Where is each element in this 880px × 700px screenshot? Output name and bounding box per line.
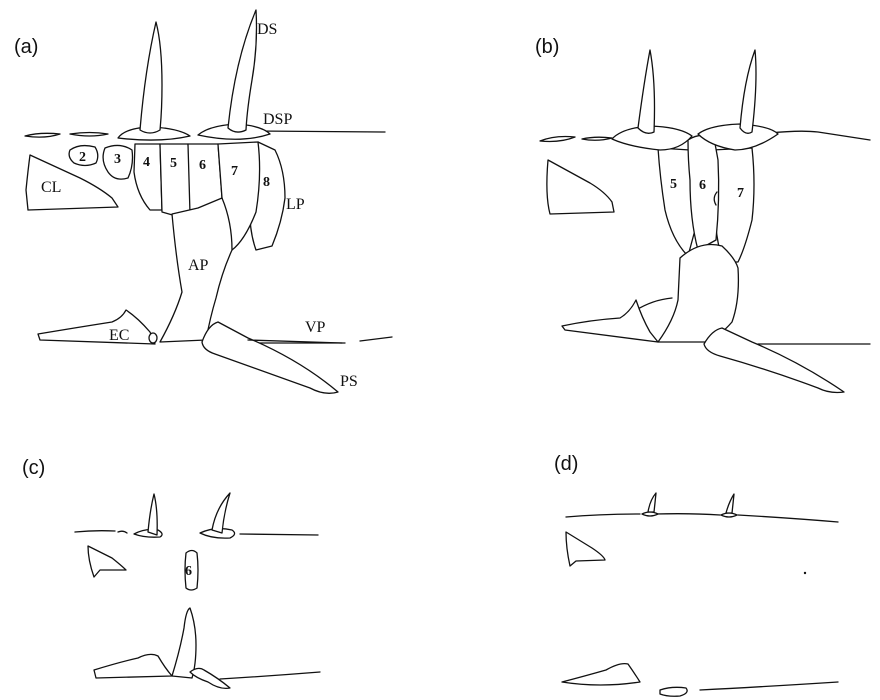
ap-bone-b: [658, 245, 738, 343]
dorsal-spine-1-d: [648, 493, 656, 512]
dorsal-spine-1: [140, 22, 162, 133]
ps-bone-b: [704, 328, 844, 393]
panel-d-label: (d): [554, 453, 578, 475]
claustrum-bone-c: [88, 546, 126, 577]
panel-c: (c) 6: [22, 457, 320, 688]
ec-bone-c: [94, 654, 172, 678]
label-element-6: 6: [199, 158, 206, 173]
label-dsp: DSP: [263, 111, 292, 128]
dorsal-spine-2-b: [740, 50, 756, 133]
label-element-7-b: 7: [737, 186, 744, 201]
claustrum-bone-b: [547, 160, 614, 214]
dorsal-body-line-c: [75, 531, 318, 535]
label-element-2: 2: [79, 150, 86, 165]
ventral-body-line-d: [700, 682, 838, 690]
panel-b: (b) 5 6 7: [535, 36, 870, 393]
element-5: [160, 144, 192, 216]
label-element-5-b: 5: [670, 177, 677, 192]
label-element-3: 3: [114, 152, 121, 167]
label-vp: VP: [305, 319, 326, 336]
label-element-6-b: 6: [699, 178, 706, 193]
element-4: [134, 144, 162, 210]
label-cl: CL: [41, 179, 61, 196]
label-ps: PS: [340, 373, 358, 390]
dorsal-body-line-d: [566, 514, 838, 522]
panel-c-label: (c): [22, 457, 45, 479]
label-element-6-c: 6: [185, 564, 192, 579]
panel-a-label: (a): [14, 36, 38, 58]
panel-b-label: (b): [535, 36, 559, 58]
dorsal-spine-2-c: [212, 493, 230, 533]
dot-mark: [804, 572, 806, 574]
label-element-8: 8: [263, 175, 270, 190]
dorsal-spine-2-d: [726, 494, 734, 513]
ap-bone-c: [172, 608, 196, 678]
ec-joint: [149, 333, 157, 343]
label-ec: EC: [109, 327, 129, 344]
dorsal-spine-1-c: [148, 494, 157, 535]
dorsal-spine-1-b: [638, 50, 655, 133]
ap-bone-d: [660, 687, 687, 696]
panel-a: (a) DS DSP CL LP AP: [14, 10, 392, 393]
label-element-7: 7: [231, 164, 238, 179]
panel-d: (d): [554, 453, 838, 696]
claustrum-bone-d: [566, 532, 605, 566]
label-ap: AP: [188, 257, 209, 274]
ec-bone: [38, 310, 155, 344]
ec-bone-d: [562, 664, 640, 685]
label-element-5: 5: [170, 156, 177, 171]
label-ds: DS: [257, 21, 277, 38]
label-lp: LP: [286, 196, 305, 213]
dorsal-spine-2: [228, 10, 257, 132]
label-element-4: 4: [143, 155, 150, 170]
ventral-body-line-c: [220, 672, 320, 679]
